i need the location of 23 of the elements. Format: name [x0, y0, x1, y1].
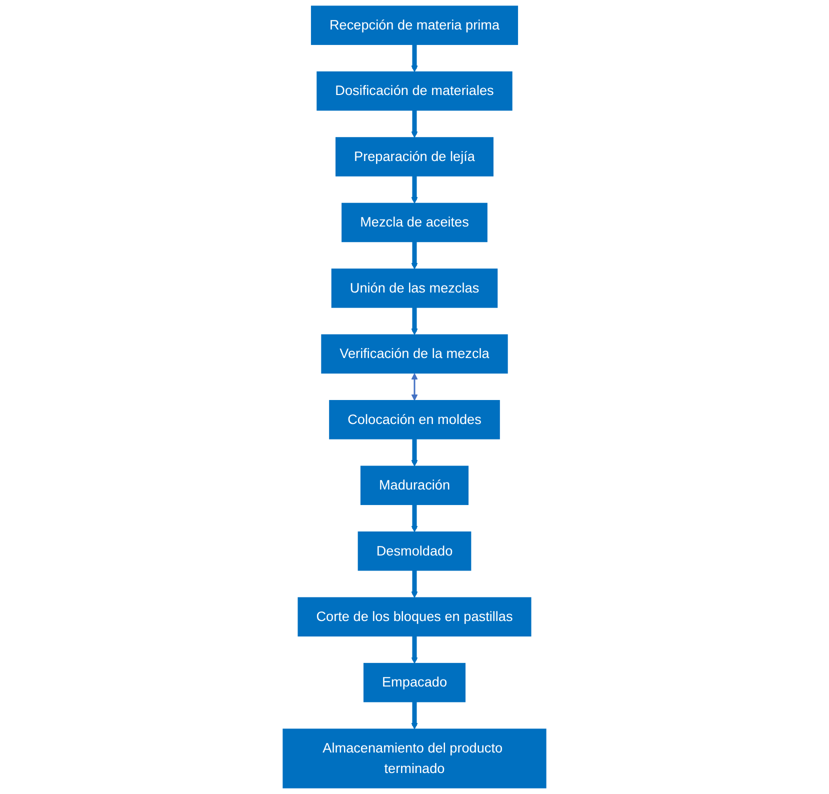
- node-box: Recepción de materia prima: [310, 6, 518, 45]
- arrow: [411, 373, 418, 401]
- node-box: Desmoldado: [358, 531, 472, 571]
- node-box: Dosificación de materiales: [316, 71, 512, 111]
- arrow: [411, 570, 418, 598]
- arrow: [411, 702, 418, 730]
- node-box: Empacado: [363, 662, 466, 702]
- node-box: Mezcla de aceites: [342, 202, 488, 242]
- node-box: Colocación en moldes: [329, 400, 500, 440]
- arrow: [411, 307, 418, 335]
- arrow: [411, 636, 418, 664]
- arrow: [411, 44, 418, 72]
- arrow: [411, 110, 418, 138]
- arrow: [411, 242, 418, 270]
- node-box: Unión de las mezclas: [331, 268, 498, 308]
- arrow: [411, 438, 418, 466]
- node-box: Maduración: [360, 466, 469, 506]
- arrow: [411, 504, 418, 532]
- node-box: Corte de los bloques en pastillas: [298, 597, 532, 636]
- node-box: Almacenamiento del producto terminado: [282, 728, 546, 788]
- arrow: [411, 176, 418, 204]
- node-box: Preparación de lejía: [336, 137, 494, 176]
- node-box: Verificación de la mezcla: [321, 334, 508, 374]
